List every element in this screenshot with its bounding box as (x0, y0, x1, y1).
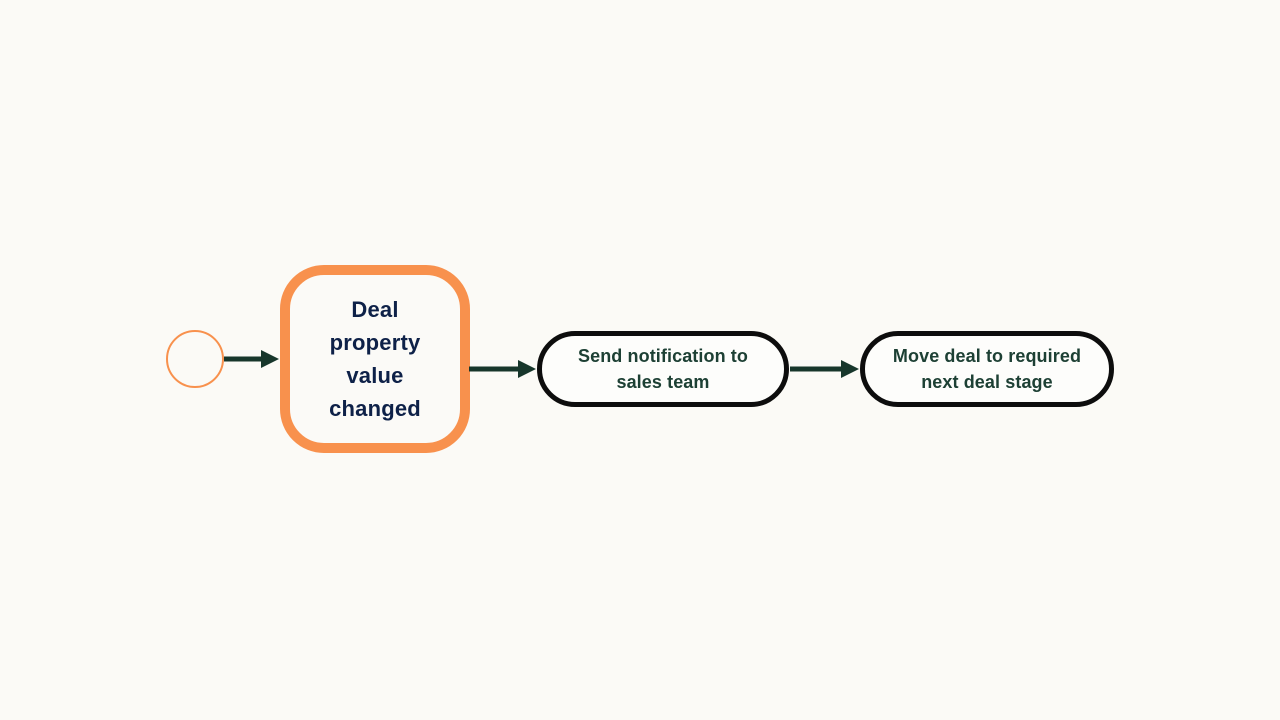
connector-arrow-start-to-trigger (224, 350, 279, 368)
trigger-label-line: property (329, 330, 421, 355)
connector-arrow-notify-to-move (790, 360, 859, 378)
arrow-head-icon (261, 350, 279, 368)
connector-arrow-trigger-to-notify (469, 360, 536, 378)
arrow-head-icon (841, 360, 859, 378)
trigger-label-line: value (346, 363, 404, 388)
action-label-line: sales team (616, 372, 710, 392)
action-node-label: Send notification to sales team (578, 343, 748, 395)
arrow-head-icon (518, 360, 536, 378)
trigger-label-line: changed (329, 396, 421, 421)
action-label-line: Send notification to (578, 346, 748, 366)
action-node-label: Move deal to required next deal stage (893, 343, 1081, 395)
action-node-send-notification[interactable]: Send notification to sales team (537, 331, 789, 407)
trigger-node[interactable]: Deal property value changed (280, 265, 470, 453)
action-node-move-deal[interactable]: Move deal to required next deal stage (860, 331, 1114, 407)
start-node-circle[interactable] (166, 330, 224, 388)
action-label-line: Move deal to required (892, 346, 1082, 366)
trigger-node-label: Deal property value changed (329, 293, 421, 425)
trigger-label-line: Deal (351, 297, 399, 322)
action-label-line: next deal stage (921, 372, 1053, 392)
